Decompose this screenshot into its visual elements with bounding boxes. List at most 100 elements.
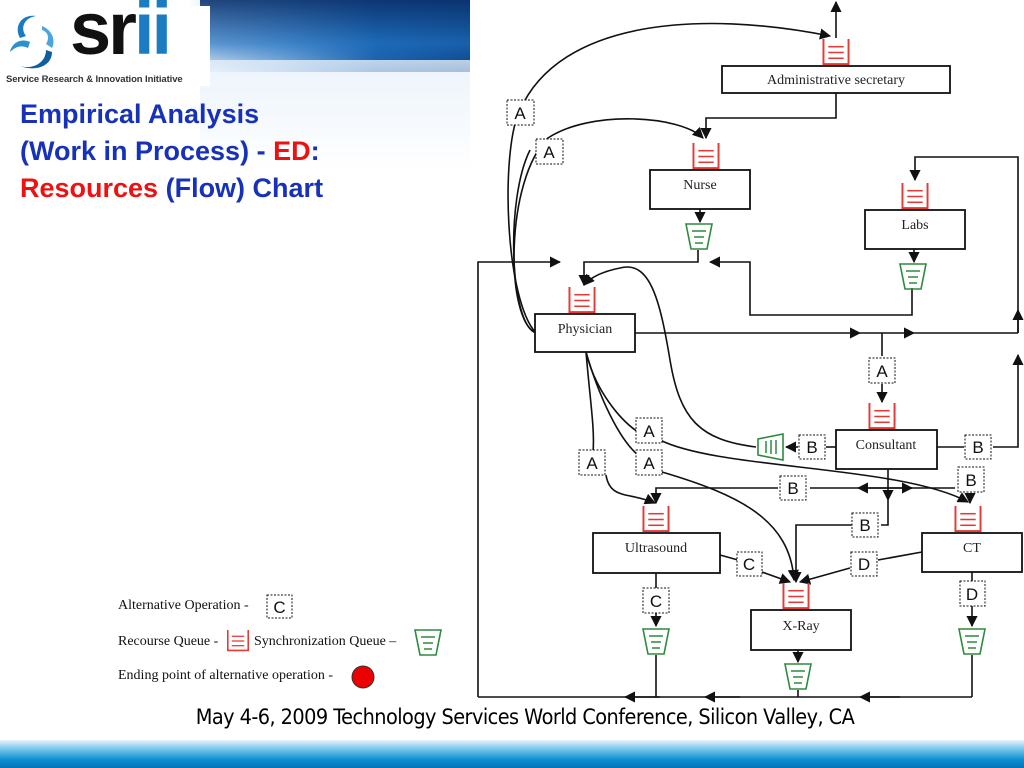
alt-op-a-phys3: A xyxy=(635,449,663,476)
alt-op-c-us-xray: C xyxy=(736,551,763,577)
logo-wordmark: srii xyxy=(70,0,172,66)
logo-subtitle: Service Research & Innovation Initiative xyxy=(6,74,183,85)
alt-op-a-phys1: A xyxy=(578,449,606,476)
alt-op-label: B xyxy=(806,438,817,457)
alt-op-d-ct-xray: D xyxy=(850,551,878,577)
alt-op-a-consult: A xyxy=(868,357,896,384)
node-consultant: Consultant xyxy=(835,429,938,470)
alt-op-legend-icon: C xyxy=(266,594,293,619)
node-labs-label: Labs xyxy=(901,218,928,233)
alt-op-label: A xyxy=(514,104,526,123)
alt-op-label: A xyxy=(643,422,655,441)
alt-op-b-consult-right: B xyxy=(964,434,992,460)
title-line-3-red: Resources xyxy=(20,173,159,203)
connector-lines xyxy=(477,0,1024,703)
curve-a3-to-xray xyxy=(661,471,799,582)
logo-text-main: sr xyxy=(70,0,137,70)
alt-op-label: D xyxy=(858,555,870,574)
legend-resource-queue-row: Recourse Queue - xyxy=(118,634,218,650)
sync-queue-icon xyxy=(685,223,713,250)
alt-op-label: A xyxy=(543,143,555,162)
alt-op-a-phys2: A xyxy=(635,417,663,444)
node-ultrasound: Ultrasound xyxy=(592,532,721,574)
arrow-c-to-xray xyxy=(761,571,792,584)
alt-op-b-xray: B xyxy=(851,512,879,538)
sync-queue-legend-icon xyxy=(414,629,442,656)
alt-op-label: A xyxy=(643,454,655,473)
legend-sync-queue-row: Synchronization Queue – xyxy=(254,634,396,650)
resource-queue-icon xyxy=(868,403,896,430)
footer-gradient-bar xyxy=(0,740,1024,768)
arrow-loop-to-labs xyxy=(909,156,1019,333)
alt-op-label: C xyxy=(650,592,662,611)
node-xray-label: X-Ray xyxy=(782,619,819,634)
sync-queue-icon xyxy=(642,628,670,655)
ending-point-legend-icon xyxy=(351,665,375,689)
line-us-to-c xyxy=(719,554,739,561)
node-ct-label: CT xyxy=(963,541,981,556)
alt-op-label: B xyxy=(972,438,983,457)
curve-phys-to-a3 xyxy=(585,351,639,456)
curve-phys-to-a1 xyxy=(585,351,595,453)
swirl-logo-icon xyxy=(10,15,54,69)
resource-queue-icon xyxy=(642,506,670,533)
resource-queue-icon xyxy=(822,39,850,66)
legend-resource-queue-label: Recourse Queue - xyxy=(118,634,219,649)
alt-op-label: B xyxy=(859,516,870,535)
outer-loop-left xyxy=(477,256,562,697)
sync-queue-icon xyxy=(958,628,986,655)
arrow-consult-b-up xyxy=(993,353,1024,448)
curve-a2-to-ct xyxy=(659,439,969,503)
alt-op-label: B xyxy=(787,479,798,498)
alt-op-label: D xyxy=(966,585,978,604)
curve-physician-extra xyxy=(512,149,537,334)
title-line-1: Empirical Analysis xyxy=(20,99,260,129)
slide-title: Empirical Analysis (Work in Process) - E… xyxy=(20,96,323,207)
node-nurse-label: Nurse xyxy=(683,178,716,193)
title-line-2: (Work in Process) - ED: xyxy=(20,133,323,170)
legend-ending-point-row: Ending point of alternative operation - xyxy=(118,668,333,684)
footer-conference-text: May 4-6, 2009 Technology Services World … xyxy=(195,705,855,729)
sync-queue-horizontal-icon xyxy=(757,433,784,461)
curve-physician-to-admin xyxy=(507,22,832,334)
header-fade xyxy=(200,60,470,170)
logo-text-accent: ii xyxy=(133,0,172,70)
legend-alt-op-row: Alternative Operation - xyxy=(118,598,249,614)
legend-alt-op-label: Alternative Operation - xyxy=(118,598,249,613)
title-line-2-red: ED xyxy=(273,136,311,166)
arrow-b-to-ultrasound xyxy=(650,487,778,505)
alt-op-a-admin: A xyxy=(506,99,535,126)
arrow-labs-to-physician xyxy=(708,256,913,316)
title-line-2-a: (Work in Process) - xyxy=(20,136,274,166)
curve-a1-to-ultrasound xyxy=(605,474,657,505)
alt-op-b-ct-top: B xyxy=(957,466,985,493)
alt-op-boxes: A A A A A A B B B B B C D C D xyxy=(506,99,992,614)
resource-queue-icon xyxy=(568,287,596,314)
resource-queue-icon xyxy=(901,183,929,210)
title-line-3: Resources (Flow) Chart xyxy=(20,170,323,207)
alt-op-a-nurse: A xyxy=(535,138,564,165)
curve-hsync-to-physician xyxy=(583,266,757,448)
node-ultrasound-label: Ultrasound xyxy=(625,541,687,556)
title-line-2-b: : xyxy=(310,136,320,166)
node-labs: Labs xyxy=(864,209,966,250)
alt-op-b-horizontal: B xyxy=(779,475,807,501)
arrow-b-to-xray xyxy=(790,524,852,584)
alt-op-label: A xyxy=(876,362,888,381)
line-ct-to-d xyxy=(877,551,923,561)
line-consult-down-b xyxy=(881,500,889,526)
legend-alt-op-example: C xyxy=(273,598,285,617)
legend-sync-queue-label: Synchronization Queue – xyxy=(254,634,397,649)
alt-op-c-us-down: C xyxy=(642,587,670,614)
node-physician-label: Physician xyxy=(558,322,612,337)
legend-ending-point-label: Ending point of alternative operation - xyxy=(118,668,333,683)
arrow-d-to-xray xyxy=(798,567,851,585)
node-consultant-label: Consultant xyxy=(856,438,917,453)
arrow-nurse-sync-to-physician xyxy=(578,250,699,287)
node-admin: Administrative secretary xyxy=(721,65,951,94)
node-admin-label: Administrative secretary xyxy=(767,73,905,88)
sync-queue-icon xyxy=(784,663,812,690)
node-nurse: Nurse xyxy=(649,169,751,210)
node-ct: CT xyxy=(921,532,1023,573)
